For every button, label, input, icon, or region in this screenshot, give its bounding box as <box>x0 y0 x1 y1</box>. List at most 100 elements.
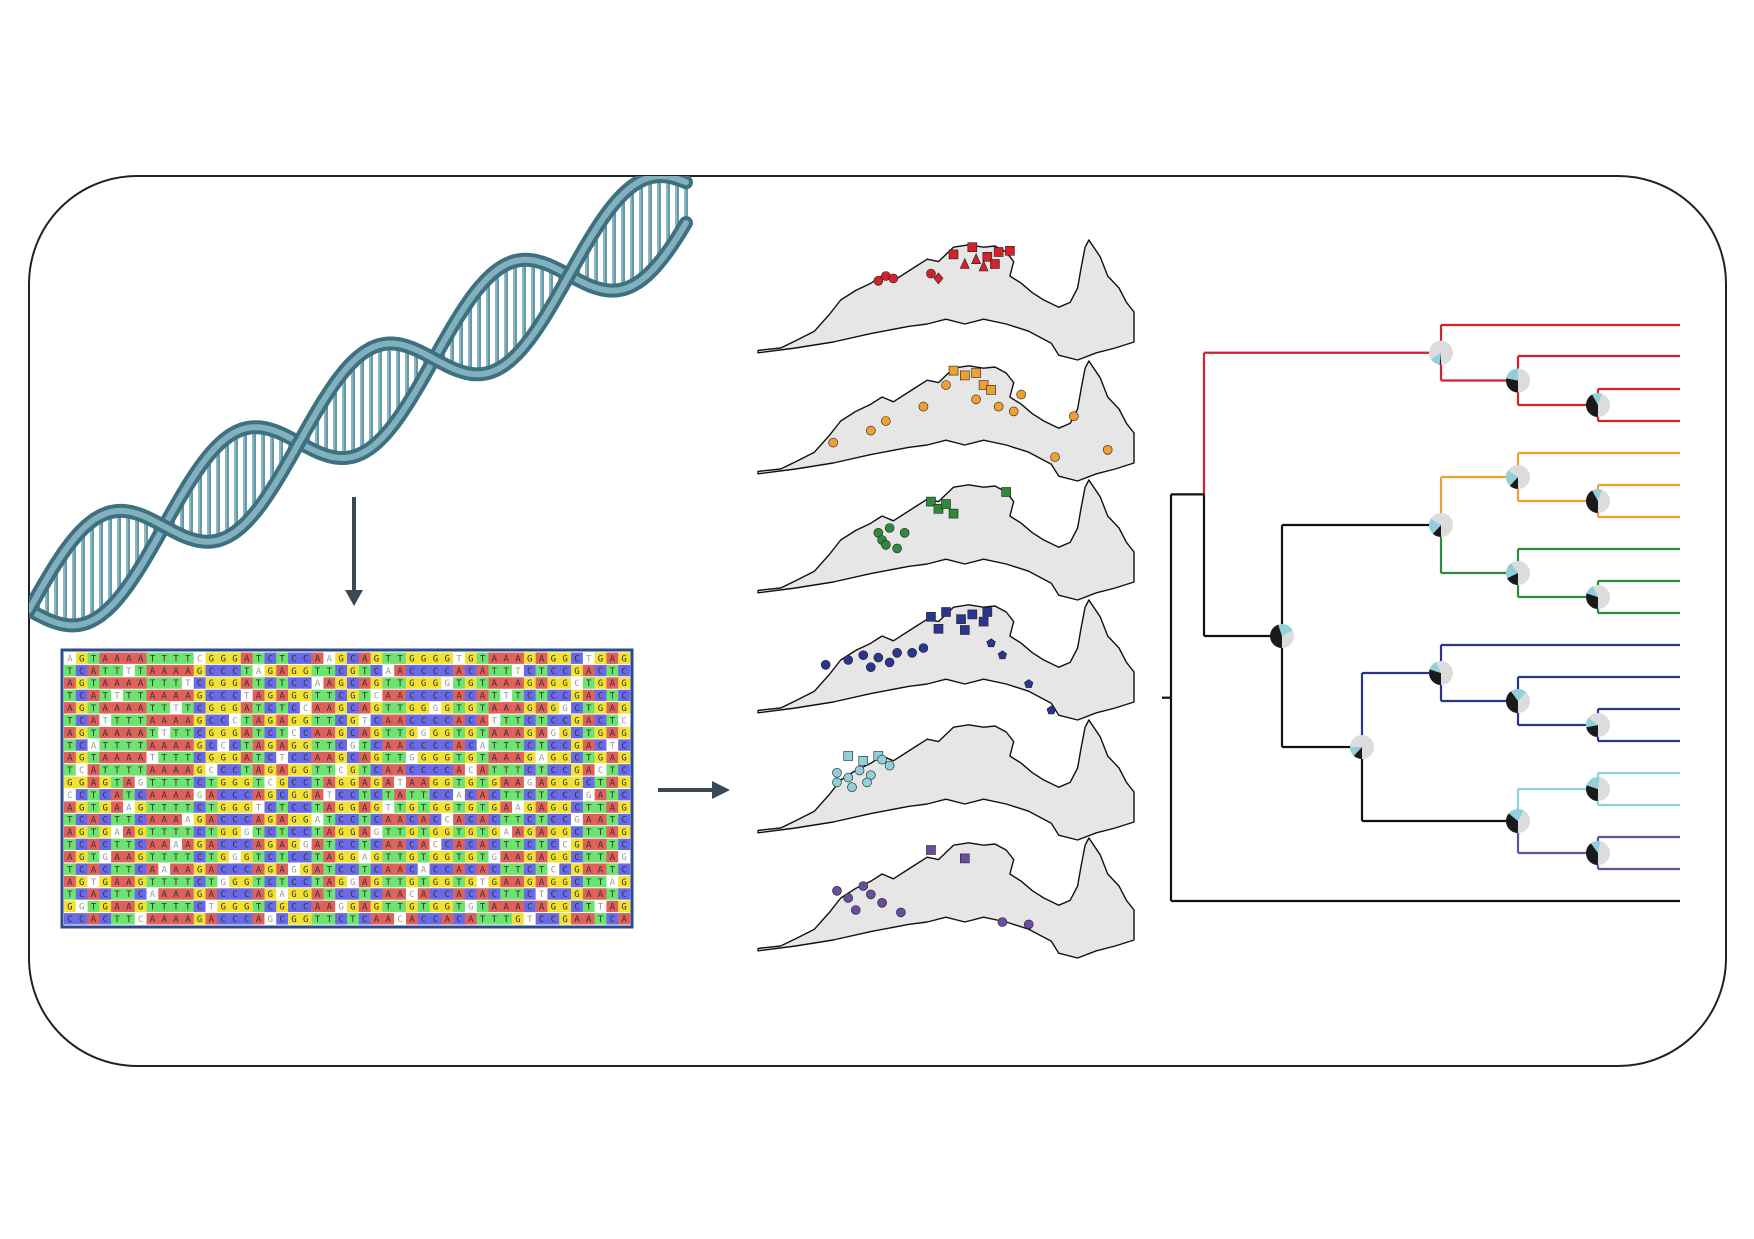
base-letter: C <box>79 865 84 875</box>
base-cell <box>99 751 112 764</box>
base-letter: G <box>79 704 84 714</box>
base-letter: C <box>621 766 626 776</box>
base-cell <box>99 652 112 664</box>
base-cell <box>523 888 536 900</box>
base-letter: C <box>527 667 532 677</box>
base-cell <box>370 813 383 826</box>
base-cell <box>571 726 584 739</box>
base-cell <box>571 764 584 776</box>
base-cell <box>193 801 206 813</box>
base-letter: G <box>268 816 273 826</box>
base-letter: T <box>327 890 333 900</box>
base-cell <box>75 875 88 888</box>
base-cell <box>75 789 88 801</box>
base-letter: T <box>91 853 97 863</box>
base-letter: A <box>515 654 521 664</box>
base-cell <box>405 664 418 677</box>
base-letter: A <box>114 803 120 813</box>
base-letter: A <box>67 828 73 838</box>
base-cell <box>535 801 548 813</box>
base-letter: G <box>433 803 438 813</box>
base-letter: G <box>468 679 473 689</box>
base-letter: T <box>586 903 592 913</box>
base-cell <box>547 751 560 764</box>
base-cell <box>547 913 560 925</box>
base-cell <box>523 689 536 702</box>
base-cell <box>512 652 525 664</box>
base-letter: G <box>551 803 556 813</box>
pie-slice-dark <box>1505 378 1518 393</box>
occurrence-marker <box>865 425 876 436</box>
base-cell <box>571 739 584 751</box>
base-letter: G <box>574 865 579 875</box>
base-letter: G <box>562 828 567 838</box>
base-letter: T <box>315 853 321 863</box>
base-letter: T <box>327 865 333 875</box>
base-letter: G <box>197 841 202 851</box>
base-letter: G <box>338 754 343 764</box>
base-letter: T <box>492 915 498 925</box>
base-cell <box>229 739 242 751</box>
base-cell <box>523 801 536 813</box>
base-letter: T <box>126 915 132 925</box>
base-letter: C <box>350 654 355 664</box>
base-cell <box>500 677 513 689</box>
base-letter: A <box>327 754 333 764</box>
base-cell <box>122 851 135 863</box>
base-cell <box>453 863 466 875</box>
base-cell <box>429 813 442 826</box>
occurrence-marker <box>971 252 982 265</box>
base-letter: T <box>315 878 321 888</box>
base-letter: A <box>162 667 168 677</box>
base-letter: A <box>327 903 333 913</box>
base-cell <box>111 801 124 813</box>
base-cell <box>618 677 631 689</box>
pie-slice-dark <box>1586 725 1598 737</box>
base-cell <box>464 813 477 826</box>
base-letter: A <box>185 766 191 776</box>
base-cell <box>205 875 218 888</box>
base-cell <box>405 714 418 726</box>
base-cell <box>488 851 501 863</box>
base-cell <box>464 714 477 726</box>
base-letter: C <box>303 828 308 838</box>
base-letter: G <box>350 766 355 776</box>
base-cell <box>476 888 489 900</box>
base-cell <box>229 900 242 913</box>
base-cell <box>205 826 218 838</box>
base-letter: T <box>126 766 132 776</box>
base-cell <box>276 751 289 764</box>
base-cell <box>205 900 218 913</box>
base-cell <box>111 764 124 776</box>
base-cell <box>64 764 76 776</box>
base-cell <box>547 838 560 851</box>
base-cell <box>217 826 230 838</box>
base-cell <box>158 875 171 888</box>
base-cell <box>594 863 607 875</box>
base-cell <box>582 764 595 776</box>
base-cell <box>571 826 584 838</box>
base-cell <box>193 776 206 788</box>
base-letter: A <box>456 890 462 900</box>
base-cell <box>158 900 171 913</box>
base-letter: A <box>279 741 285 751</box>
base-cell <box>512 801 525 813</box>
base-cell <box>535 702 548 714</box>
base-cell <box>181 888 194 900</box>
base-cell <box>370 789 383 801</box>
base-letter: C <box>527 692 532 702</box>
base-letter: C <box>551 766 556 776</box>
base-cell <box>122 702 135 714</box>
base-cell <box>75 813 88 826</box>
base-letter: T <box>586 754 592 764</box>
base-letter: A <box>126 654 132 664</box>
base-letter: C <box>527 841 532 851</box>
base-letter: T <box>598 779 604 789</box>
occurrence-marker <box>892 647 902 658</box>
base-letter: A <box>150 791 156 801</box>
base-letter: T <box>503 667 509 677</box>
base-letter: T <box>610 791 616 801</box>
base-letter: G <box>515 915 520 925</box>
base-letter: C <box>220 692 225 702</box>
base-letter: T <box>610 741 616 751</box>
